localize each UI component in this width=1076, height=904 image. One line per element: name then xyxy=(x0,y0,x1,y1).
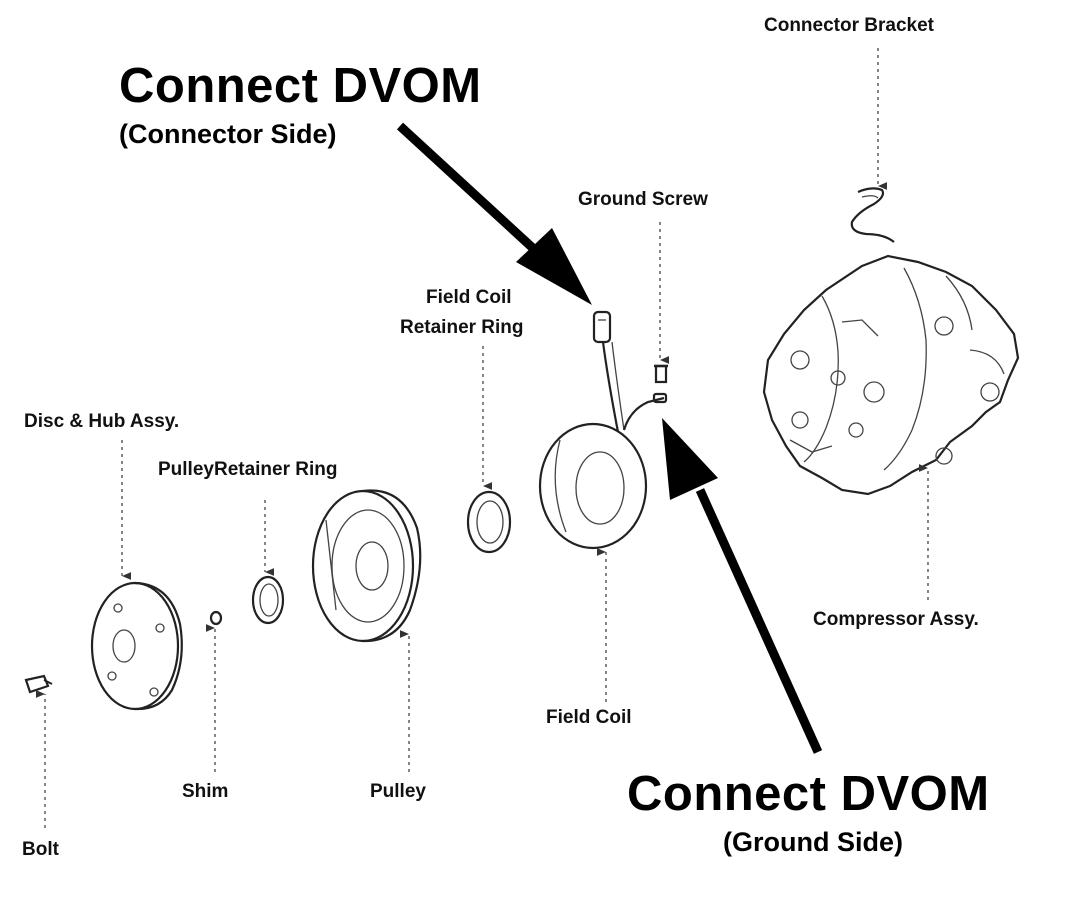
field-coil-retainer-ring-part xyxy=(466,490,512,554)
shim-label: Shim xyxy=(182,781,229,802)
pulley-part xyxy=(311,489,422,643)
field-coil-retainer-label-line1: Field Coil xyxy=(426,287,512,308)
pulley-retainer-ring-part xyxy=(251,575,285,625)
pulley-retainer-label: PulleyRetainer Ring xyxy=(158,459,338,480)
pulley-label: Pulley xyxy=(370,781,426,802)
compressor-assembly-part xyxy=(762,254,1020,496)
connector-side-callout-title: Connect DVOM xyxy=(119,59,482,113)
bolt-part xyxy=(24,674,53,694)
field-coil-label: Field Coil xyxy=(546,707,632,728)
leader-lines xyxy=(35,48,929,828)
disc-hub-label: Disc & Hub Assy. xyxy=(24,411,180,432)
ground-side-callout-subtitle: (Ground Side) xyxy=(723,827,903,857)
ground-side-callout-title: Connect DVOM xyxy=(627,767,990,821)
ground-screw-label: Ground Screw xyxy=(578,189,708,210)
field-coil-part xyxy=(538,422,648,550)
bolt-label: Bolt xyxy=(22,839,59,860)
disc-hub-part xyxy=(90,581,183,711)
field-coil-connector-part xyxy=(592,310,668,433)
connector-bracket-part xyxy=(850,187,895,243)
connector-side-callout-subtitle: (Connector Side) xyxy=(119,119,337,149)
compressor-label: Compressor Assy. xyxy=(813,609,979,630)
field-coil-retainer-label-line2: Retainer Ring xyxy=(400,317,524,338)
connector-bracket-label: Connector Bracket xyxy=(764,15,934,36)
connector-side-arrow xyxy=(396,122,592,305)
shim-part xyxy=(209,610,223,626)
ground-screw-part xyxy=(654,364,668,384)
ground-side-arrow xyxy=(662,418,823,754)
